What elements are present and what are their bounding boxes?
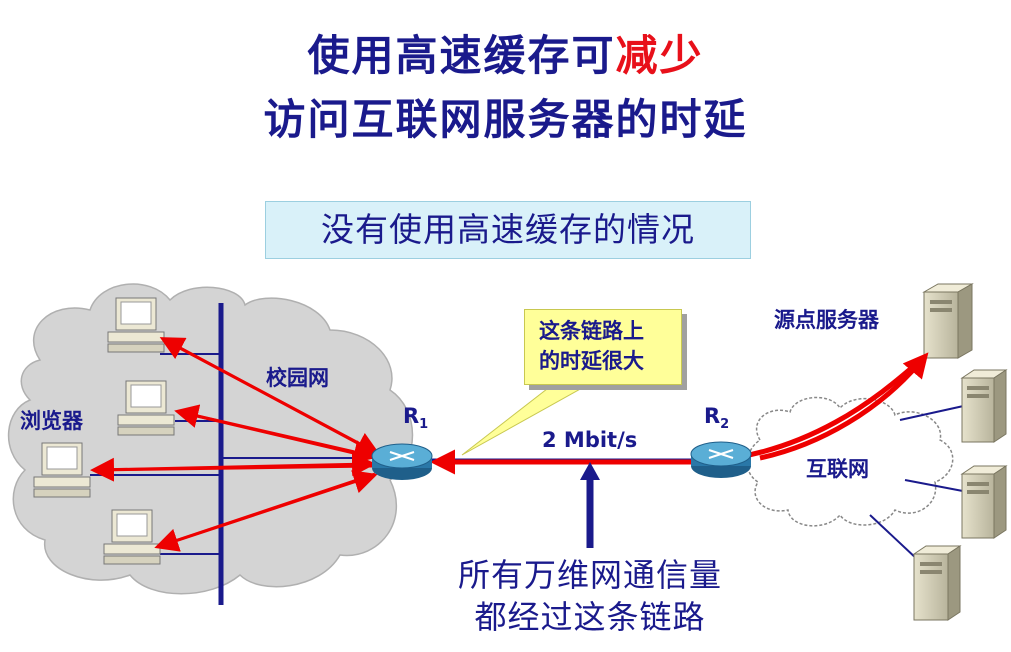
link-speed-label: 2 Mbit/s [542, 428, 638, 452]
title-line-2: 访问互联网服务器的时延 [263, 95, 748, 144]
router-r1-label: R1 [403, 404, 429, 433]
callout-line-1: 这条链路上 [539, 319, 644, 343]
internet-cloud [746, 396, 954, 527]
computer-icon-3 [33, 442, 91, 498]
internet-label: 互联网 [806, 457, 869, 481]
host-arrow-2b [179, 410, 378, 464]
server-icon-origin [922, 283, 974, 359]
campus-cloud [8, 283, 414, 595]
campus-network-label: 校园网 [266, 366, 329, 390]
computer-icon-1 [107, 297, 165, 353]
delay-callout: 这条链路上 的时延很大 [524, 309, 682, 385]
caption-line-1: 所有万维网通信量 [457, 556, 722, 594]
server-icon-4 [912, 545, 962, 621]
router-icon-r1 [371, 443, 433, 480]
server-link-2 [899, 404, 969, 421]
computer-icon-4 [103, 509, 161, 565]
link-pointer-arrowhead [580, 462, 600, 480]
server-link-4 [869, 514, 919, 561]
host-arrow-1b [164, 338, 381, 455]
traffic-arrow-to-server [759, 352, 929, 461]
caption-line-2: 都经过这条链路 [474, 598, 706, 636]
server-icon-2 [960, 369, 1008, 443]
subtitle-box: 没有使用高速缓存的情况 [265, 201, 751, 259]
title-line-1-highlight: 减少 [615, 31, 704, 80]
title-line-1: 使用高速缓存可减少 [0, 22, 1011, 83]
computer-icon-2 [117, 380, 175, 436]
router-icon-r2 [690, 441, 752, 478]
server-link-3 [904, 479, 969, 493]
origin-server-label: 源点服务器 [774, 308, 879, 332]
host-arrow-3b [95, 452, 376, 477]
router-r2-label: R2 [704, 404, 730, 433]
server-icon-3 [960, 465, 1008, 539]
title-line-1-main: 使用高速缓存可 [307, 31, 616, 80]
browser-label: 浏览器 [20, 409, 83, 433]
host-arrow-4b [159, 470, 378, 548]
callout-line-2: 的时延很大 [539, 349, 644, 373]
